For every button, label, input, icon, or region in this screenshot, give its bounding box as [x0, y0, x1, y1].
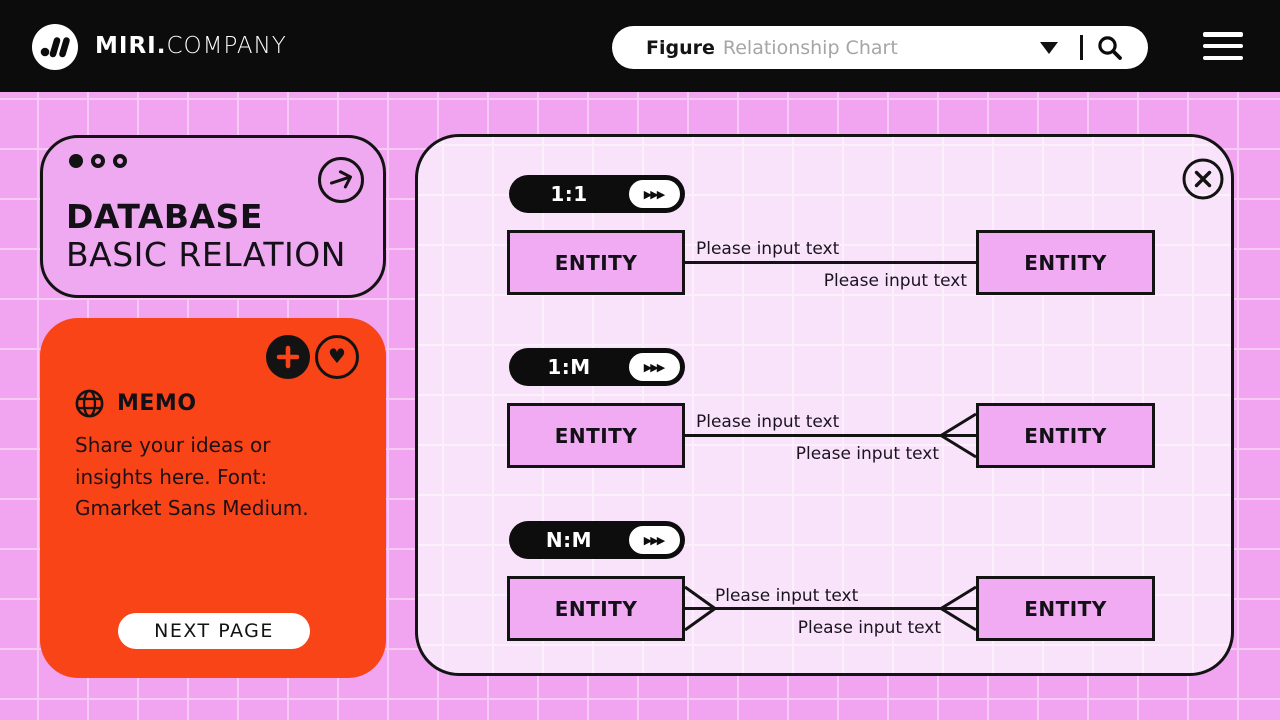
relationship-label-bottom[interactable]: Please input text — [797, 618, 941, 638]
relationship-label-top[interactable]: Please input text — [696, 412, 840, 432]
caret-down-icon[interactable] — [1040, 42, 1058, 54]
relation-badge-label: N:M — [545, 528, 593, 552]
relation-badge-label: 1:M — [547, 355, 591, 379]
title-card: DATABASE BASIC RELATION — [40, 135, 386, 298]
entity-box-left[interactable]: ENTITY — [507, 403, 685, 468]
window-dot-filled — [69, 154, 83, 168]
favorite-button[interactable]: ♥ — [315, 335, 359, 379]
search-placeholder: Relationship Chart — [722, 36, 898, 59]
relation-badge-label: 1:1 — [550, 182, 588, 206]
entity-box-right[interactable]: ENTITY — [976, 576, 1155, 641]
entity-box-left[interactable]: ENTITY — [507, 576, 685, 641]
search-category-label: Figure — [646, 36, 715, 59]
window-dots — [69, 154, 127, 168]
add-button[interactable] — [266, 335, 310, 379]
entity-box-right[interactable]: ENTITY — [976, 403, 1155, 468]
heart-ring: ♥ — [315, 335, 359, 379]
title-line-1: DATABASE — [66, 197, 263, 236]
menu-icon[interactable] — [1203, 32, 1243, 60]
next-page-button[interactable]: NEXT PAGE — [118, 613, 310, 649]
page-title: DATABASE BASIC RELATION — [66, 198, 346, 274]
menu-bar — [1203, 32, 1243, 37]
forward-arrows-button[interactable]: ▶▶▶ — [626, 177, 683, 211]
title-line-2: BASIC RELATION — [66, 235, 346, 274]
relationship-label-top[interactable]: Please input text — [715, 586, 859, 606]
relationship-label-bottom[interactable]: Please input text — [823, 271, 967, 291]
memo-actions: ♥ — [266, 335, 359, 379]
forward-arrows-button[interactable]: ▶▶▶ — [626, 523, 683, 557]
arrow-right-circle-icon[interactable] — [317, 156, 365, 204]
connector-one-to-one — [685, 261, 976, 264]
relationship-label-bottom[interactable]: Please input text — [795, 444, 939, 464]
entity-box-right[interactable]: ENTITY — [976, 230, 1155, 295]
memo-card: ♥ MEMO Share your ideas or insights here… — [40, 318, 386, 678]
search-divider — [1080, 35, 1083, 60]
figure-search-bar[interactable]: Figure Relationship Chart — [612, 26, 1148, 69]
window-dot-hollow — [91, 154, 105, 168]
brand-bold: MIRI. — [95, 33, 167, 59]
memo-header: MEMO — [73, 387, 197, 420]
relationship-label-top[interactable]: Please input text — [696, 239, 840, 259]
close-icon[interactable] — [1181, 157, 1225, 201]
menu-bar — [1203, 43, 1243, 49]
search-icon[interactable] — [1096, 34, 1124, 62]
relation-badge: N:M ▶▶▶ — [509, 521, 685, 559]
memo-title: MEMO — [117, 391, 197, 416]
app-header: MIRI.COMPANY Figure Relationship Chart — [0, 0, 1280, 92]
forward-arrows-button[interactable]: ▶▶▶ — [626, 350, 683, 384]
brand-wordmark: MIRI.COMPANY — [95, 0, 287, 92]
menu-bar — [1203, 55, 1243, 60]
memo-body-text: Share your ideas or insights here. Font:… — [75, 433, 309, 520]
globe-icon — [75, 389, 104, 418]
heart-icon: ♥ — [328, 344, 346, 368]
brand-light: COMPANY — [166, 33, 287, 59]
window-dot-hollow — [113, 154, 127, 168]
connector-many-to-many — [685, 585, 976, 632]
relation-badge: 1:1 ▶▶▶ — [509, 175, 685, 213]
relation-badge: 1:M ▶▶▶ — [509, 348, 685, 386]
entity-box-left[interactable]: ENTITY — [507, 230, 685, 295]
relationship-panel: 1:1 ▶▶▶ ENTITY ENTITY Please input text … — [415, 134, 1234, 676]
connector-one-to-many — [685, 412, 976, 459]
miri-logo-icon — [32, 24, 78, 70]
